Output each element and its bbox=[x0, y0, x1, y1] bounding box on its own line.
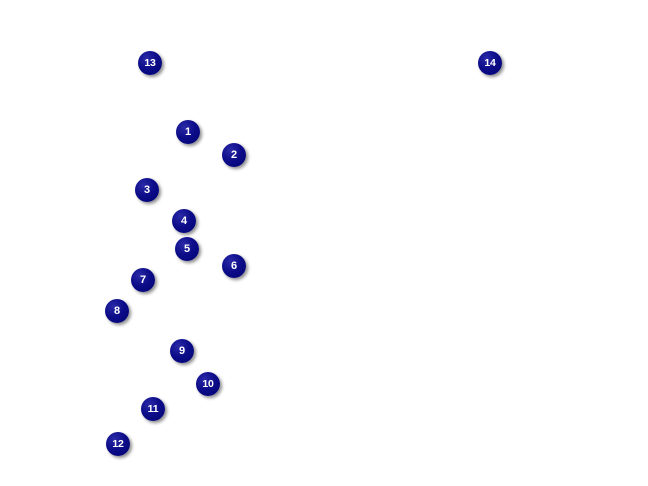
numbered-marker-9[interactable]: 9 bbox=[170, 339, 194, 363]
numbered-marker-6[interactable]: 6 bbox=[222, 254, 246, 278]
numbered-marker-8[interactable]: 8 bbox=[105, 299, 129, 323]
numbered-marker-10[interactable]: 10 bbox=[196, 372, 220, 396]
numbered-marker-14[interactable]: 14 bbox=[478, 51, 502, 75]
numbered-marker-3[interactable]: 3 bbox=[135, 178, 159, 202]
numbered-marker-13[interactable]: 13 bbox=[138, 51, 162, 75]
numbered-marker-5[interactable]: 5 bbox=[175, 237, 199, 261]
numbered-marker-2[interactable]: 2 bbox=[222, 143, 246, 167]
numbered-marker-1[interactable]: 1 bbox=[176, 120, 200, 144]
numbered-marker-4[interactable]: 4 bbox=[172, 209, 196, 233]
numbered-marker-11[interactable]: 11 bbox=[141, 397, 165, 421]
numbered-marker-7[interactable]: 7 bbox=[131, 268, 155, 292]
numbered-marker-12[interactable]: 12 bbox=[106, 432, 130, 456]
